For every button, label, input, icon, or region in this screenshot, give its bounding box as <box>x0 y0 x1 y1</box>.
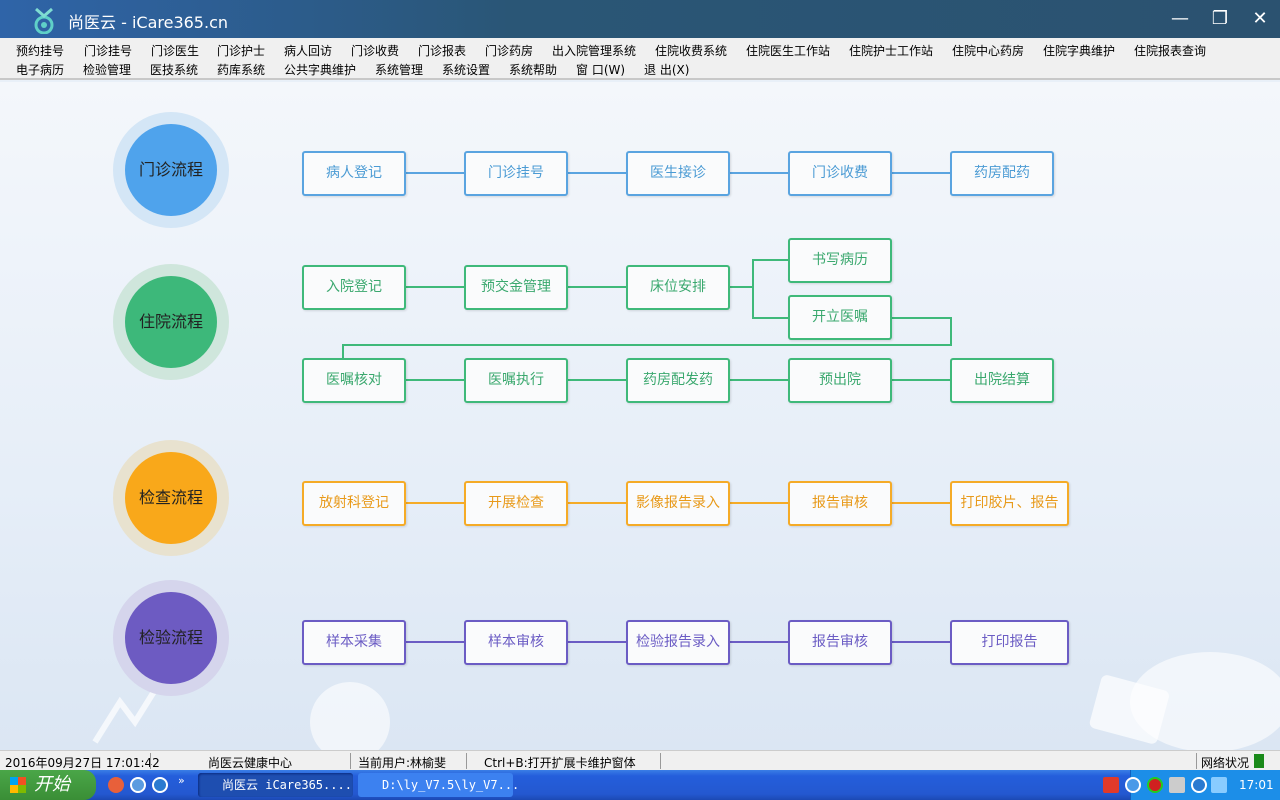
inpatient-step-button[interactable]: 开立医嘱 <box>788 295 892 340</box>
app-logo-icon <box>34 7 54 34</box>
exam-step-button[interactable]: 放射科登记 <box>302 481 406 526</box>
outpatient-step-button[interactable]: 门诊挂号 <box>464 151 568 196</box>
menu-item[interactable]: 门诊药房 <box>485 44 534 58</box>
outpatient-flow-label: 门诊流程 <box>125 124 217 216</box>
lab-step-button[interactable]: 样本审核 <box>464 620 568 665</box>
menu-item[interactable]: 住院中心药房 <box>952 44 1025 58</box>
outpatient-flow-circle[interactable]: 门诊流程 <box>113 112 229 228</box>
inpatient-step-button[interactable]: 床位安排 <box>626 265 730 310</box>
lab-flow-circle[interactable]: 检验流程 <box>113 580 229 696</box>
menu-item[interactable]: 系统帮助 <box>509 63 558 77</box>
menu-item[interactable]: 门诊医生 <box>151 44 200 58</box>
menu-item[interactable]: 检验管理 <box>83 63 132 77</box>
lab-flow-label: 检验流程 <box>125 592 217 684</box>
title-bar: 尚医云 - iCare365.cn — ❐ ✕ <box>0 0 1280 38</box>
tray-record-icon[interactable] <box>1147 777 1163 793</box>
inpatient-flow-circle[interactable]: 住院流程 <box>113 264 229 380</box>
status-bar: 2016年09月27日 17:01:42 尚医云健康中心 当前用户:林榆斐 Ct… <box>0 750 1280 770</box>
menu-item[interactable]: 门诊挂号 <box>84 44 133 58</box>
menu-item[interactable]: 病人回访 <box>284 44 333 58</box>
network-status-label: 网络状况 <box>1201 756 1250 770</box>
menu-item[interactable]: 电子病历 <box>16 63 65 77</box>
menu-item[interactable]: 住院医生工作站 <box>746 44 831 58</box>
exam-flow-label: 检查流程 <box>125 452 217 544</box>
inpatient-flow-label: 住院流程 <box>125 276 217 368</box>
status-hint: Ctrl+B:打开扩展卡维护窗体 <box>484 756 636 770</box>
tray-input-method-icon[interactable] <box>1103 777 1119 793</box>
menu-item[interactable]: 出入院管理系统 <box>552 44 637 58</box>
tray-k-icon[interactable] <box>1191 777 1207 793</box>
close-button[interactable]: ✕ <box>1252 8 1268 29</box>
tray-network-icon[interactable] <box>1211 777 1227 793</box>
menu-item[interactable]: 医技系统 <box>150 63 199 77</box>
exam-step-button[interactable]: 报告审核 <box>788 481 892 526</box>
menu-item[interactable]: 住院报表查询 <box>1134 44 1207 58</box>
taskbar: 开始 » 尚医云 iCare365.... D:\ly_V7.5\ly_V7..… <box>0 770 1280 800</box>
menu-item[interactable]: 门诊收费 <box>351 44 400 58</box>
windows-logo-icon <box>10 777 26 793</box>
exam-step-button[interactable]: 影像报告录入 <box>626 481 730 526</box>
status-organization: 尚医云健康中心 <box>208 756 293 770</box>
taskbar-item-folder[interactable]: D:\ly_V7.5\ly_V7... <box>358 773 519 797</box>
menu-item[interactable]: 住院收费系统 <box>655 44 728 58</box>
lab-step-button[interactable]: 报告审核 <box>788 620 892 665</box>
menu-bar: 预约挂号 门诊挂号 门诊医生 门诊护士 病人回访 门诊收费 门诊报表 门诊药房 出入院管理系统 住… <box>0 38 1280 80</box>
menu-item[interactable]: 门诊护士 <box>217 44 266 58</box>
exam-step-button[interactable]: 打印胶片、报告 <box>950 481 1069 526</box>
restore-button[interactable]: ❐ <box>1211 8 1229 29</box>
quicklaunch-browser-icon[interactable] <box>130 777 146 793</box>
menu-item[interactable]: 门诊报表 <box>418 44 467 58</box>
menu-item[interactable]: 公共字典维护 <box>284 63 357 77</box>
start-label: 开始 <box>34 774 70 795</box>
inpatient-step-button[interactable]: 书写病历 <box>788 238 892 283</box>
inpatient-step-button[interactable]: 预交金管理 <box>464 265 568 310</box>
start-button[interactable]: 开始 <box>0 770 96 800</box>
taskbar-item-icare[interactable]: 尚医云 iCare365.... <box>198 773 353 797</box>
outpatient-step-button[interactable]: 门诊收费 <box>788 151 892 196</box>
lab-step-button[interactable]: 打印报告 <box>950 620 1069 665</box>
inpatient-step-button[interactable]: 医嘱执行 <box>464 358 568 403</box>
minimize-button[interactable]: — <box>1171 8 1189 29</box>
tray-printer-icon[interactable] <box>1169 777 1185 793</box>
quicklaunch-app-icon[interactable] <box>108 777 124 793</box>
status-datetime: 2016年09月27日 17:01:42 <box>5 756 160 770</box>
quicklaunch-k-icon[interactable] <box>152 777 168 793</box>
network-status-indicator <box>1254 754 1264 768</box>
inpatient-step-button[interactable]: 出院结算 <box>950 358 1054 403</box>
exam-flow-circle[interactable]: 检查流程 <box>113 440 229 556</box>
window-title: 尚医云 - iCare365.cn <box>68 13 229 32</box>
quicklaunch-more-button[interactable]: » <box>178 774 185 787</box>
menu-item[interactable]: 住院字典维护 <box>1043 44 1116 58</box>
inpatient-step-button[interactable]: 入院登记 <box>302 265 406 310</box>
status-user: 当前用户:林榆斐 <box>358 756 447 770</box>
outpatient-step-button[interactable]: 药房配药 <box>950 151 1054 196</box>
inpatient-step-button[interactable]: 药房配发药 <box>626 358 730 403</box>
workflow-canvas: 门诊流程 住院流程 检查流程 检验流程 病人登记 门诊挂号 医生接诊 门诊收费 药房配药… <box>0 82 1280 750</box>
inpatient-step-button[interactable]: 医嘱核对 <box>302 358 406 403</box>
menu-item[interactable]: 系统管理 <box>375 63 424 77</box>
menu-item[interactable]: 药库系统 <box>217 63 266 77</box>
flow-connectors <box>342 172 952 643</box>
inpatient-step-button[interactable]: 预出院 <box>788 358 892 403</box>
system-tray: 17:01 <box>1103 770 1280 800</box>
lab-step-button[interactable]: 样本采集 <box>302 620 406 665</box>
menu-item[interactable]: 窗 口(W) <box>576 63 626 77</box>
decorative-background-icons <box>92 652 1280 750</box>
menu-item[interactable]: 系统设置 <box>442 63 491 77</box>
lab-step-button[interactable]: 检验报告录入 <box>626 620 730 665</box>
tray-clock: 17:01 <box>1239 778 1274 792</box>
menu-item[interactable]: 预约挂号 <box>16 44 65 58</box>
tray-collapse-icon[interactable] <box>1125 777 1141 793</box>
exam-step-button[interactable]: 开展检查 <box>464 481 568 526</box>
menu-item[interactable]: 住院护士工作站 <box>849 44 934 58</box>
outpatient-step-button[interactable]: 医生接诊 <box>626 151 730 196</box>
menu-item[interactable]: 退 出(X) <box>644 63 690 77</box>
outpatient-step-button[interactable]: 病人登记 <box>302 151 406 196</box>
